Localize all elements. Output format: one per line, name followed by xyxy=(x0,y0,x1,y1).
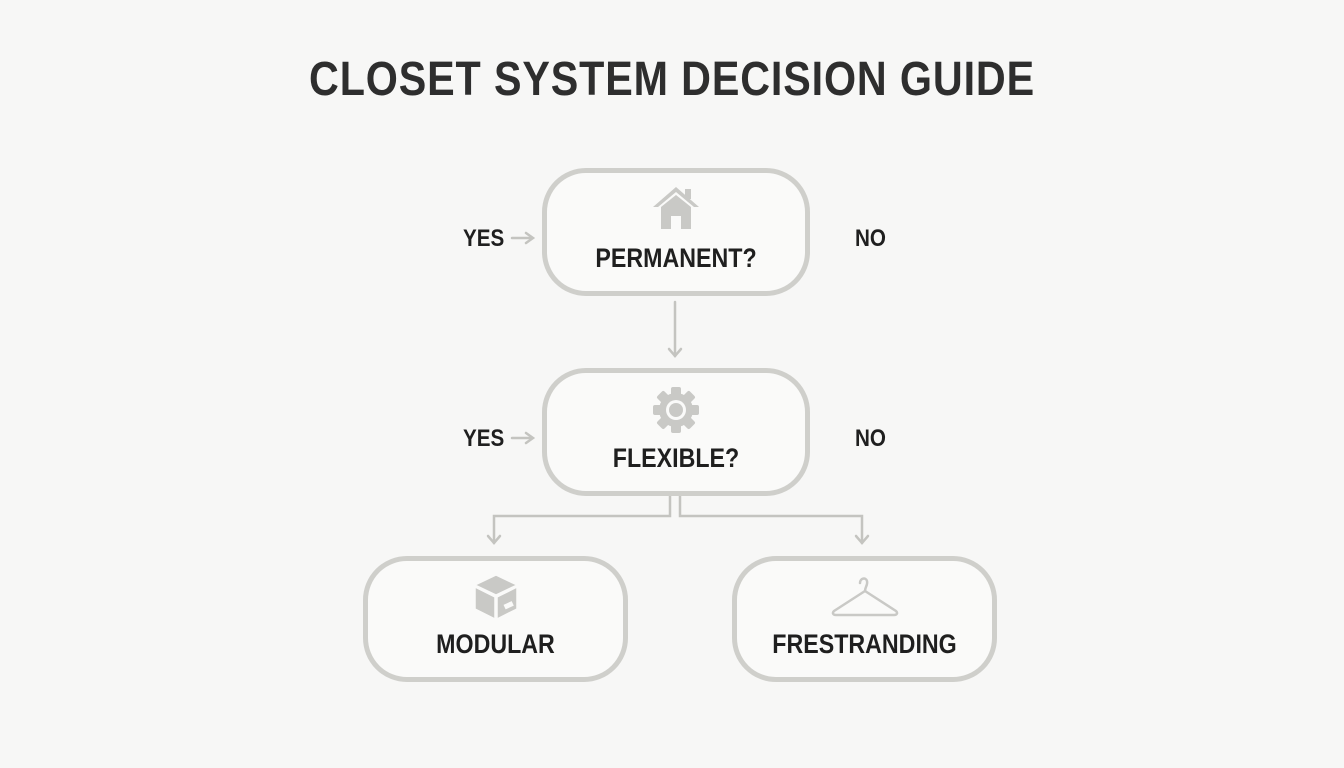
box-icon xyxy=(471,573,521,626)
node-modular: MODULAR xyxy=(363,556,628,682)
node-permanent: PERMANENT? xyxy=(542,168,810,296)
diagram-title: CLOSET SYSTEM DECISION GUIDE xyxy=(309,53,1035,106)
node-label: MODULAR xyxy=(436,629,555,659)
node-freestanding: FRESTRANDING xyxy=(732,556,997,682)
no-label-permanent: NO xyxy=(855,225,886,252)
yes-label-permanent: YES xyxy=(463,225,505,252)
house-icon xyxy=(651,185,701,236)
node-flexible: FLEXIBLE? xyxy=(542,368,810,496)
gear-icon xyxy=(651,385,701,440)
hanger-icon xyxy=(830,575,900,624)
node-label: FLEXIBLE? xyxy=(612,443,740,473)
node-label: PERMANENT? xyxy=(595,243,757,273)
yes-label-flexible: YES xyxy=(463,425,505,452)
no-label-flexible: NO xyxy=(855,425,886,452)
node-label: FRESTRANDING xyxy=(772,629,957,659)
